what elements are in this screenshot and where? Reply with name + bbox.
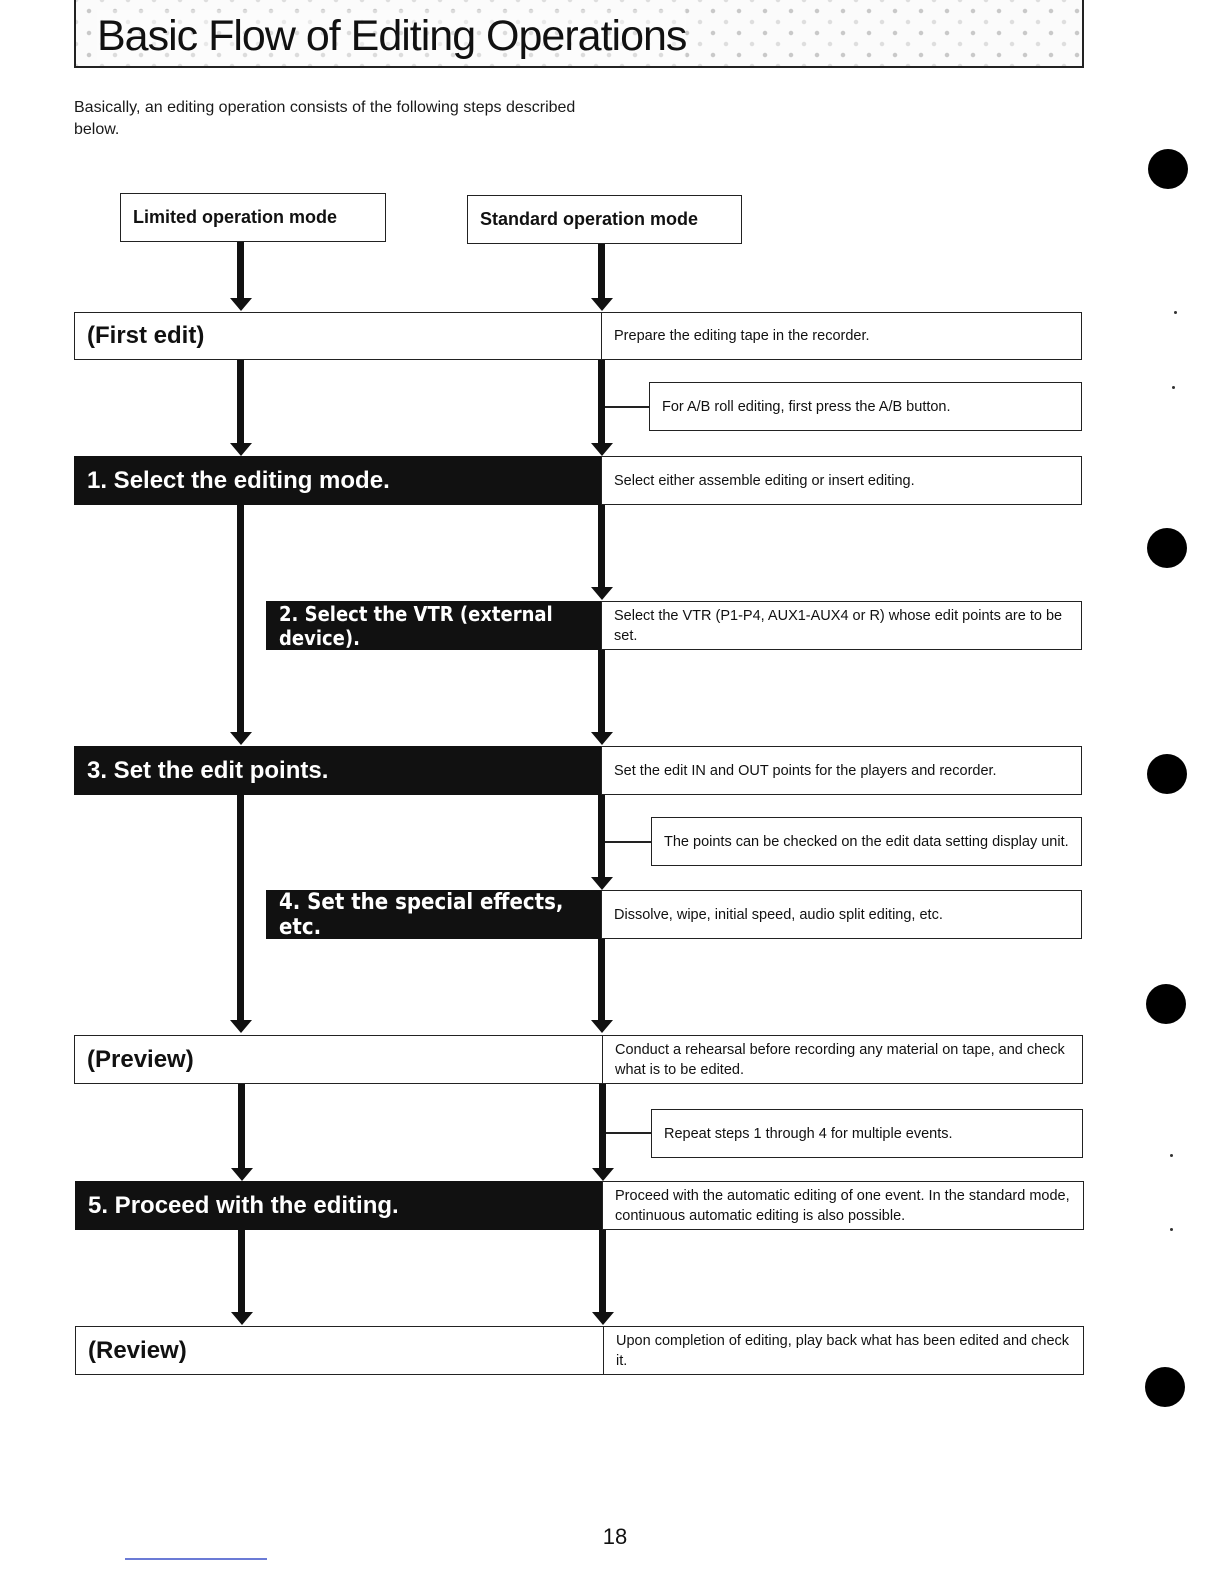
step-3-description: Set the edit IN and OUT points for the p… bbox=[601, 746, 1082, 795]
standard-flow-line bbox=[598, 795, 605, 878]
note-connector bbox=[605, 406, 649, 408]
limited-flow-line bbox=[237, 795, 244, 1021]
binding-hole-icon bbox=[1146, 984, 1186, 1024]
step-preview-description: Conduct a rehearsal before recording any… bbox=[602, 1035, 1083, 1084]
step-1-description: Select either assemble editing or insert… bbox=[601, 456, 1082, 505]
arrow-down-icon bbox=[591, 298, 613, 311]
limited-flow-line bbox=[237, 242, 244, 300]
title-banner bbox=[74, 0, 1084, 68]
limited-mode-header: Limited operation mode bbox=[120, 193, 386, 242]
step-first-edit-label: (First edit) bbox=[74, 312, 602, 360]
scan-speck bbox=[1170, 1228, 1173, 1231]
note-ab-roll: For A/B roll editing, first press the A/… bbox=[649, 382, 1082, 431]
scan-speck bbox=[1174, 311, 1177, 314]
intro-paragraph: Basically, an editing operation consists… bbox=[74, 99, 576, 138]
note-connector bbox=[605, 841, 651, 843]
step-2-select-vtr: 2. Select the VTR (external device). bbox=[266, 601, 602, 650]
standard-flow-line bbox=[598, 360, 605, 444]
arrow-down-icon bbox=[591, 587, 613, 600]
step-review-label: (Review) bbox=[75, 1326, 604, 1375]
arrow-down-icon bbox=[592, 1168, 614, 1181]
step-4-special-effects: 4. Set the special effects, etc. bbox=[266, 890, 602, 940]
standard-mode-header: Standard operation mode bbox=[467, 195, 742, 244]
arrow-down-icon bbox=[231, 1312, 253, 1325]
step-3-set-edit-points: 3. Set the edit points. bbox=[74, 746, 602, 795]
arrow-down-icon bbox=[230, 298, 252, 311]
step-2-description: Select the VTR (P1-P4, AUX1-AUX4 or R) w… bbox=[601, 601, 1082, 650]
step-5-description: Proceed with the automatic editing of on… bbox=[602, 1181, 1084, 1230]
note-check-points: The points can be checked on the edit da… bbox=[651, 817, 1082, 866]
scan-speck bbox=[1172, 386, 1175, 389]
standard-flow-line bbox=[599, 1084, 606, 1169]
arrow-down-icon bbox=[231, 1168, 253, 1181]
standard-flow-line bbox=[598, 505, 605, 588]
step-4-description: Dissolve, wipe, initial speed, audio spl… bbox=[601, 890, 1082, 939]
arrow-down-icon bbox=[230, 1020, 252, 1033]
binding-hole-icon bbox=[1145, 1367, 1185, 1407]
standard-flow-line bbox=[599, 1230, 606, 1313]
limited-flow-line bbox=[237, 360, 244, 444]
page-title: Basic Flow of Editing Operations bbox=[97, 10, 687, 62]
limited-flow-line bbox=[238, 1084, 245, 1169]
binding-hole-icon bbox=[1147, 528, 1187, 568]
arrow-down-icon bbox=[230, 732, 252, 745]
limited-flow-line bbox=[238, 1230, 245, 1313]
step-first-edit-description: Prepare the editing tape in the recorder… bbox=[601, 312, 1082, 360]
arrow-down-icon bbox=[592, 1312, 614, 1325]
arrow-down-icon bbox=[591, 877, 613, 890]
standard-flow-line bbox=[598, 939, 605, 1021]
step-review-description: Upon completion of editing, play back wh… bbox=[603, 1326, 1084, 1375]
arrow-down-icon bbox=[591, 732, 613, 745]
note-repeat-steps: Repeat steps 1 through 4 for multiple ev… bbox=[651, 1109, 1083, 1158]
arrow-down-icon bbox=[591, 443, 613, 456]
note-connector bbox=[606, 1132, 651, 1134]
scan-speck bbox=[1170, 1154, 1173, 1157]
standard-flow-line bbox=[598, 244, 605, 300]
arrow-down-icon bbox=[230, 443, 252, 456]
binding-hole-icon bbox=[1148, 149, 1188, 189]
step-preview-label: (Preview) bbox=[74, 1035, 603, 1084]
footer-rule bbox=[125, 1558, 267, 1560]
limited-flow-line bbox=[237, 505, 244, 733]
step-5-proceed-editing: 5. Proceed with the editing. bbox=[75, 1181, 603, 1230]
page-number: 18 bbox=[602, 1524, 628, 1549]
arrow-down-icon bbox=[591, 1020, 613, 1033]
binding-hole-icon bbox=[1147, 754, 1187, 794]
standard-flow-line bbox=[598, 650, 605, 733]
step-1-select-editing-mode: 1. Select the editing mode. bbox=[74, 456, 602, 505]
